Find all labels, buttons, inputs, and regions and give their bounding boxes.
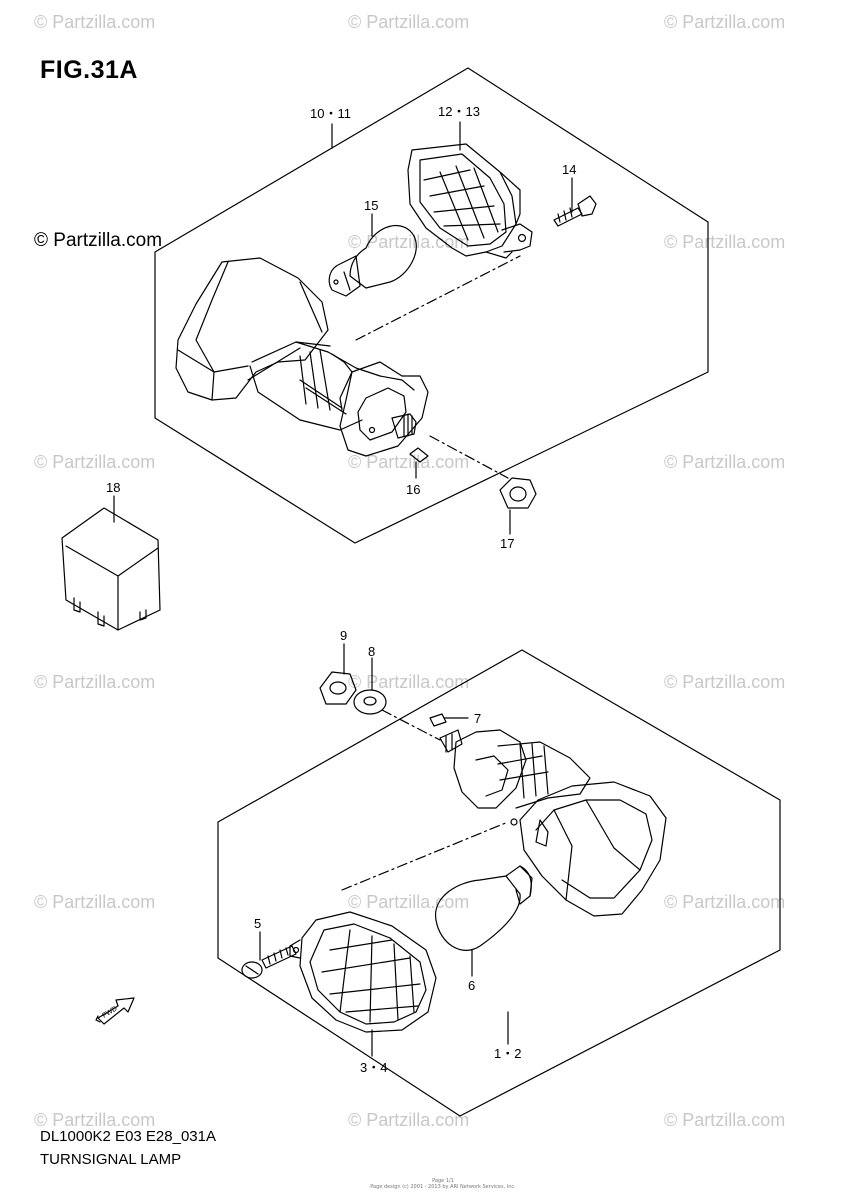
watermark: © Partzilla.com: [348, 1110, 470, 1130]
brand-label: © Partzilla.com: [34, 230, 163, 251]
grommet-lower: [429, 713, 447, 727]
lens-upper: [407, 143, 533, 259]
screw-upper: [553, 195, 597, 227]
callout-10-11: 10・11: [310, 106, 351, 121]
callout-8: 8: [368, 644, 375, 659]
watermark: © Partzilla.com: [348, 452, 470, 472]
assembly-frame-lower: [217, 649, 781, 1117]
bulb-upper: [328, 225, 417, 297]
screw-lower: [241, 945, 297, 979]
watermark: © Partzilla.com: [348, 12, 470, 32]
watermark: © Partzilla.com: [664, 12, 786, 32]
watermark: © Partzilla.com: [664, 452, 786, 472]
callout-15: 15: [364, 198, 378, 213]
callout-12-13: 12・13: [438, 104, 480, 119]
nut-lower: [319, 671, 357, 705]
lamp-housing-upper: [175, 257, 429, 457]
watermark: © Partzilla.com: [34, 672, 156, 692]
guide-line-upper: [355, 255, 521, 341]
callout-3-4: 3・4: [360, 1060, 387, 1075]
guide-line-lower: [381, 709, 441, 741]
grommet-upper: [409, 447, 429, 463]
watermark: © Partzilla.com: [348, 892, 470, 912]
watermark: © Partzilla.com: [348, 672, 470, 692]
lamp-housing-lower: [439, 729, 667, 917]
callout-9: 9: [340, 628, 347, 643]
fine-print: Page 1/1 Page design (c) 2001 - 2013 by …: [368, 1178, 518, 1190]
lens-lower: [289, 911, 437, 1033]
nut-upper: [499, 477, 537, 509]
callout-5: 5: [254, 916, 261, 931]
callout-1-2: 1・2: [494, 1046, 521, 1061]
watermark: © Partzilla.com: [664, 232, 786, 252]
forward-arrow-icon: [95, 997, 135, 1025]
callout-18: 18: [106, 480, 120, 495]
callout-17: 17: [500, 536, 514, 551]
fine-print-line: Page 1/1: [432, 1178, 454, 1184]
watermark: © Partzilla.com: [34, 452, 156, 472]
bulb-lower: [435, 865, 533, 951]
assembly-frame-upper: [154, 67, 709, 544]
watermark: © Partzilla.com: [664, 672, 786, 692]
guide-line-upper: [429, 435, 509, 479]
watermark: © Partzilla.com: [348, 232, 470, 252]
figure-title: FIG.31A: [40, 56, 138, 84]
fine-print-line: Page design (c) 2001 - 2013 by ARI Netwo…: [370, 1184, 516, 1190]
figure-code: DL1000K2 E03 E28_031A: [40, 1128, 216, 1145]
guide-line-lower: [341, 821, 509, 891]
watermark: © Partzilla.com: [664, 892, 786, 912]
watermark: © Partzilla.com: [34, 892, 156, 912]
watermark: © Partzilla.com: [34, 12, 156, 32]
watermark: © Partzilla.com: [664, 1110, 786, 1130]
washer-lower: [353, 689, 387, 715]
callout-14: 14: [562, 162, 576, 177]
relay-module: [61, 507, 161, 631]
callout-6: 6: [468, 978, 475, 993]
callout-16: 16: [406, 482, 420, 497]
watermark: © Partzilla.com: [34, 1110, 156, 1130]
figure-name: TURNSIGNAL LAMP: [40, 1151, 182, 1168]
callout-7: 7: [474, 711, 481, 726]
